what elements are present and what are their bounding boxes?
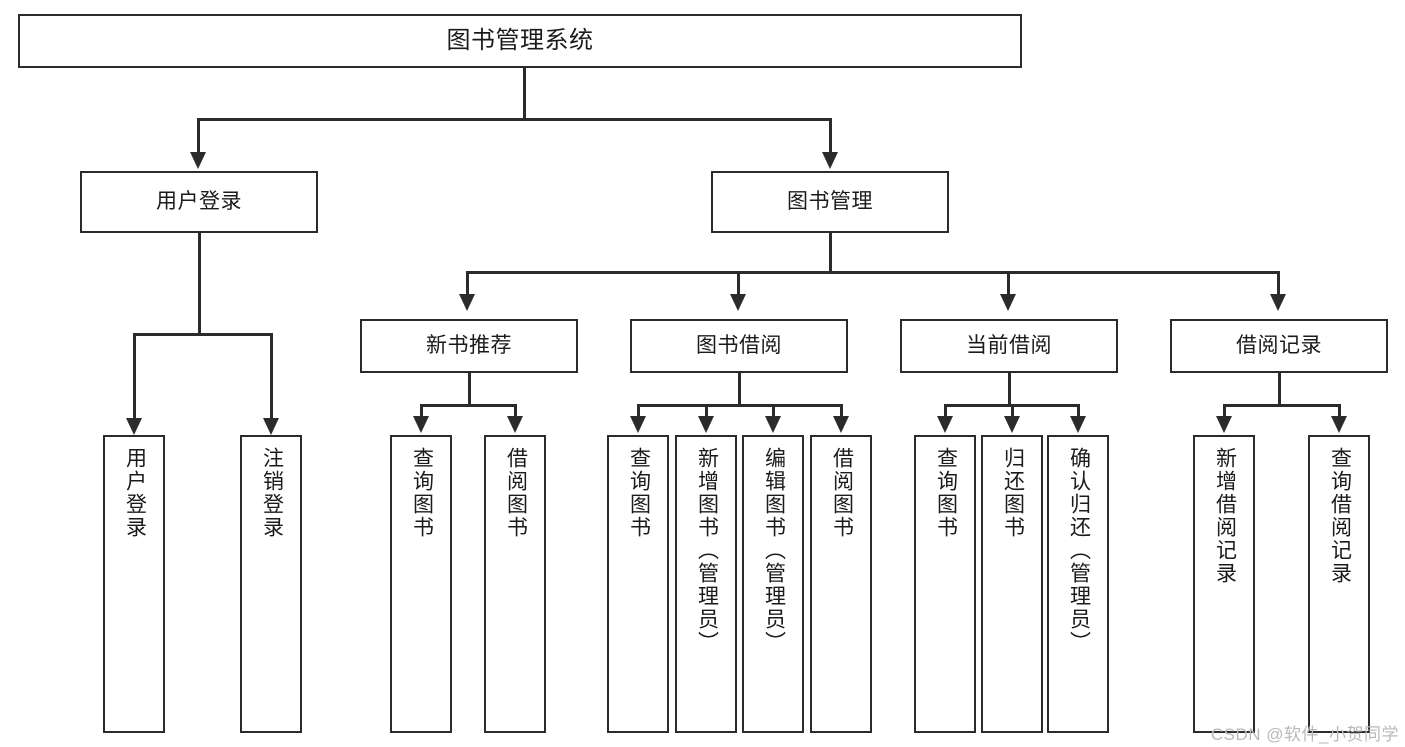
arrowhead-current-borrow-leaf-2 — [1004, 416, 1020, 433]
node-label: 查询图书 — [627, 447, 651, 539]
connector-new-book-stem — [468, 373, 471, 406]
arrowhead-current-borrow-leaf-1 — [937, 416, 953, 433]
node-label: 当前借阅 — [966, 334, 1052, 358]
arrowhead-to-book-management — [822, 152, 838, 169]
leaf-return-book[interactable]: 归还图书 — [981, 435, 1043, 733]
connector-current-borrow-stem — [1008, 373, 1011, 406]
connector-borrow-record-to-leaf-2 — [1338, 404, 1341, 418]
connector-new-book-to-leaf-2 — [514, 404, 517, 418]
arrowhead-new-book-recommend — [459, 294, 475, 311]
leaf-borrow-book-recommend[interactable]: 借阅图书 — [484, 435, 546, 733]
node-label: 确认归还（管理员） — [1067, 447, 1091, 654]
arrowhead-new-book-leaf-1 — [413, 416, 429, 433]
leaf-logout[interactable]: 注销登录 — [240, 435, 302, 733]
connector-bm-to-book-borrow — [737, 271, 740, 296]
arrowhead-current-borrow — [1000, 294, 1016, 311]
leaf-borrow-book[interactable]: 借阅图书 — [810, 435, 872, 733]
node-label: 新增借阅记录 — [1213, 447, 1237, 585]
node-borrow-record[interactable]: 借阅记录 — [1170, 319, 1388, 373]
connector-book-borrow-to-leaf-4 — [840, 404, 843, 418]
node-label: 编辑图书（管理员） — [762, 447, 786, 654]
connector-bm-to-new-book — [466, 271, 469, 296]
node-label: 查询图书 — [934, 447, 958, 539]
connector-user-login-to-leaf-1 — [133, 333, 136, 420]
node-book-borrow[interactable]: 图书借阅 — [630, 319, 848, 373]
node-user-login[interactable]: 用户登录 — [80, 171, 318, 233]
arrowhead-to-user-login — [190, 152, 206, 169]
arrowhead-borrow-record — [1270, 294, 1286, 311]
node-label: 新增图书（管理员） — [695, 447, 719, 654]
connector-bm-to-current-borrow — [1007, 271, 1010, 296]
connector-book-borrow-stem — [738, 373, 741, 406]
arrowhead-book-borrow-leaf-3 — [765, 416, 781, 433]
connector-user-login-stem — [198, 233, 201, 335]
arrowhead-user-login-leaf-1 — [126, 418, 142, 435]
leaf-query-book-borrow[interactable]: 查询图书 — [607, 435, 669, 733]
leaf-query-borrow-record[interactable]: 查询借阅记录 — [1308, 435, 1370, 733]
connector-bm-to-borrow-record — [1277, 271, 1280, 296]
node-label: 用户登录 — [123, 447, 147, 539]
node-label: 图书管理 — [787, 190, 873, 214]
leaf-query-book-current[interactable]: 查询图书 — [914, 435, 976, 733]
node-label: 查询借阅记录 — [1328, 447, 1352, 585]
connector-book-borrow-to-leaf-1 — [637, 404, 640, 418]
connector-borrow-record-to-leaf-1 — [1223, 404, 1226, 418]
node-label: 查询图书 — [410, 447, 434, 539]
connector-book-borrow-to-leaf-2 — [705, 404, 708, 418]
node-label: 新书推荐 — [426, 334, 512, 358]
connector-book-management-stem — [829, 233, 832, 273]
connector-new-book-to-leaf-1 — [420, 404, 423, 418]
connector-root-to-user-login — [197, 118, 200, 154]
connector-current-borrow-to-leaf-2 — [1011, 404, 1014, 418]
arrowhead-book-borrow — [730, 294, 746, 311]
connector-root-to-book-management — [829, 118, 832, 154]
connector-root-bar — [197, 118, 832, 121]
arrowhead-book-borrow-leaf-1 — [630, 416, 646, 433]
arrowhead-book-borrow-leaf-2 — [698, 416, 714, 433]
arrowhead-current-borrow-leaf-3 — [1070, 416, 1086, 433]
leaf-query-book-recommend[interactable]: 查询图书 — [390, 435, 452, 733]
leaf-confirm-return-admin[interactable]: 确认归还（管理员） — [1047, 435, 1109, 733]
connector-borrow-record-bar — [1223, 404, 1340, 407]
connector-book-management-bar — [466, 271, 1278, 274]
node-label: 借阅记录 — [1236, 334, 1322, 358]
node-book-management[interactable]: 图书管理 — [711, 171, 949, 233]
arrowhead-borrow-record-leaf-1 — [1216, 416, 1232, 433]
connector-root-stem — [523, 68, 526, 120]
node-label: 注销登录 — [260, 447, 284, 539]
node-label: 图书管理系统 — [446, 26, 594, 54]
csdn-watermark: CSDN @软件_小贺同学 — [1210, 725, 1399, 744]
connector-book-borrow-bar — [637, 404, 842, 407]
arrowhead-user-login-leaf-2 — [263, 418, 279, 435]
leaf-user-login[interactable]: 用户登录 — [103, 435, 165, 733]
arrowhead-book-borrow-leaf-4 — [833, 416, 849, 433]
node-book-management-system[interactable]: 图书管理系统 — [18, 14, 1022, 68]
node-label: 图书借阅 — [696, 334, 782, 358]
leaf-add-book-admin[interactable]: 新增图书（管理员） — [675, 435, 737, 733]
connector-user-login-bar — [133, 333, 272, 336]
node-label: 借阅图书 — [830, 447, 854, 539]
connector-new-book-bar — [420, 404, 516, 407]
node-new-book-recommend[interactable]: 新书推荐 — [360, 319, 578, 373]
node-label: 借阅图书 — [504, 447, 528, 539]
leaf-edit-book-admin[interactable]: 编辑图书（管理员） — [742, 435, 804, 733]
arrowhead-borrow-record-leaf-2 — [1331, 416, 1347, 433]
node-current-borrow[interactable]: 当前借阅 — [900, 319, 1118, 373]
connector-current-borrow-to-leaf-1 — [944, 404, 947, 418]
connector-current-borrow-to-leaf-3 — [1077, 404, 1080, 418]
connector-user-login-to-leaf-2 — [270, 333, 273, 420]
leaf-add-borrow-record[interactable]: 新增借阅记录 — [1193, 435, 1255, 733]
connector-borrow-record-stem — [1278, 373, 1281, 406]
node-label: 用户登录 — [156, 190, 242, 214]
node-label: 归还图书 — [1001, 447, 1025, 539]
connector-book-borrow-to-leaf-3 — [772, 404, 775, 418]
arrowhead-new-book-leaf-2 — [507, 416, 523, 433]
